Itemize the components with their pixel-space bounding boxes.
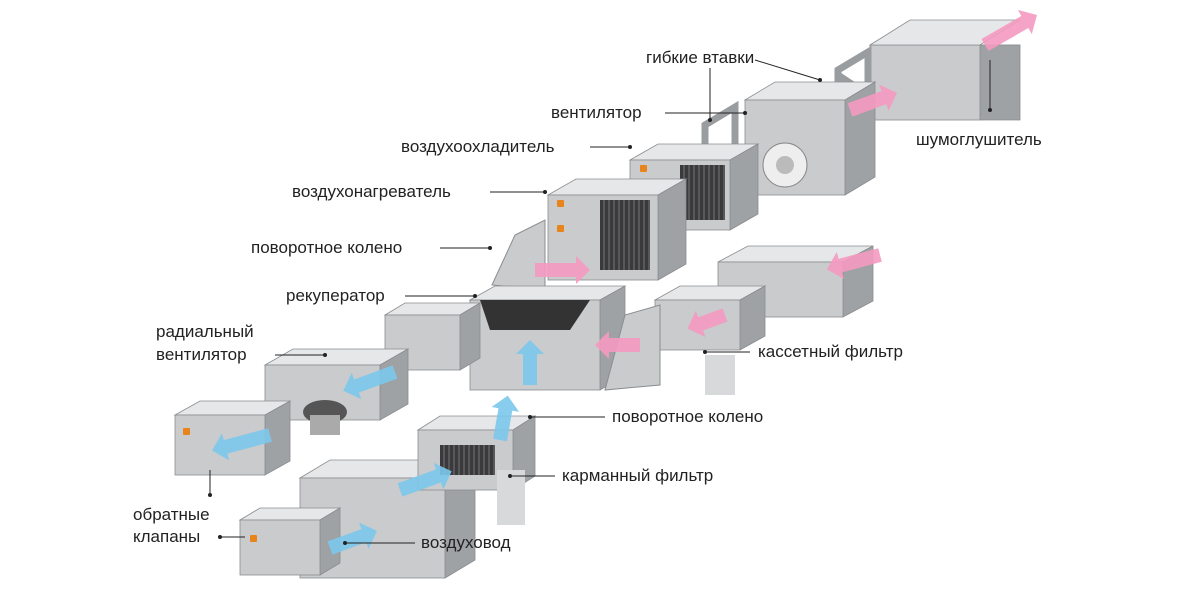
supply-arrow-elbow [535,256,590,284]
label-check-valves-2: клапаны [133,527,201,546]
arrow-shape [595,331,640,359]
box-front [239,519,321,576]
cooler-coil [680,165,725,220]
box-side [657,178,687,281]
arrow-shape [327,522,377,555]
arrow-shape [397,462,452,497]
exhaust-arrow-duct [491,395,520,442]
arrow-shape [826,248,882,280]
exhaust-elbow [383,302,482,371]
arrow-shape [212,428,272,461]
leader-dot [628,145,632,149]
arrow-shape [847,84,897,117]
leader-line [754,59,821,81]
indicator-light-icon [557,225,564,232]
leader-dot [488,246,492,250]
label-elbow-bottom: поворотное колено [612,407,764,426]
heater-coil [600,200,650,270]
label-air-heater: воздухонагреватель [292,182,451,201]
leader-dot [208,493,212,497]
arrow-shape [516,340,544,385]
silencer [869,44,1021,121]
exhaust-arrow-up [516,340,544,385]
arrow-shape [981,9,1037,52]
leader-dot [218,535,222,539]
radial-fan-motor [310,415,340,435]
exhaust-arrow-bottom [397,462,452,497]
label-silencer: шумоглушитель [916,130,1042,149]
box-side [459,302,481,371]
fan-section [743,81,877,196]
leader-dot [708,118,712,122]
arrow-shape [491,395,520,442]
indicator-light-icon [557,200,564,207]
leader-dot [528,415,532,419]
leader-dot [818,78,822,82]
label-elbow-top: поворотное колено [251,238,403,257]
box-side [979,44,1021,121]
fan-hub [776,156,794,174]
check-valve-top [173,400,292,476]
supply-arrow-intake [826,248,882,280]
exhaust-arrow-valve-bottom [327,522,377,555]
label-check-valves-1: обратные [133,505,210,524]
leader-dot [743,111,747,115]
arrow-shape [343,365,398,400]
label-cassette-filter: кассетный фильтр [758,342,903,361]
leader-dot [543,190,547,194]
leader-dot [323,353,327,357]
supply-arrow-filter [687,308,728,338]
indicator-light-icon [183,428,190,435]
supply-arrow-out [981,9,1037,52]
arrow-shape [687,308,728,338]
check-valve-bottom [238,507,342,576]
pocket-filter-stand [497,470,525,525]
label-fan: вентилятор [551,103,642,122]
label-air-cooler: воздухоохладитель [401,137,555,156]
supply-arrow-elbow-right [595,331,640,359]
exhaust-arrow-fan [343,365,398,400]
recuperator-core [480,300,590,330]
leader-dot [508,474,512,478]
label-radial-fan-2: вентилятор [156,345,247,364]
leader-dot [343,541,347,545]
label-air-duct: воздуховод [421,533,511,552]
label-recuperator: рекуператор [286,286,385,305]
box-top [468,285,627,301]
box-front [869,44,981,121]
indicator-light-icon [640,165,647,172]
label-flexible-inserts: гибкие втавки [646,48,755,67]
elbow-top [491,219,546,291]
arrow-shape [535,256,590,284]
exhaust-arrow-valve [212,428,272,461]
label-radial-fan-1: радиальный [156,322,254,341]
indicator-light-icon [250,535,257,542]
leader-dot [473,294,477,298]
filter-bypass [705,355,735,395]
leader-dot [988,108,992,112]
leader-dot [703,350,707,354]
label-pocket-filter: карманный фильтр [562,466,714,485]
supply-arrow-fan [847,84,897,117]
